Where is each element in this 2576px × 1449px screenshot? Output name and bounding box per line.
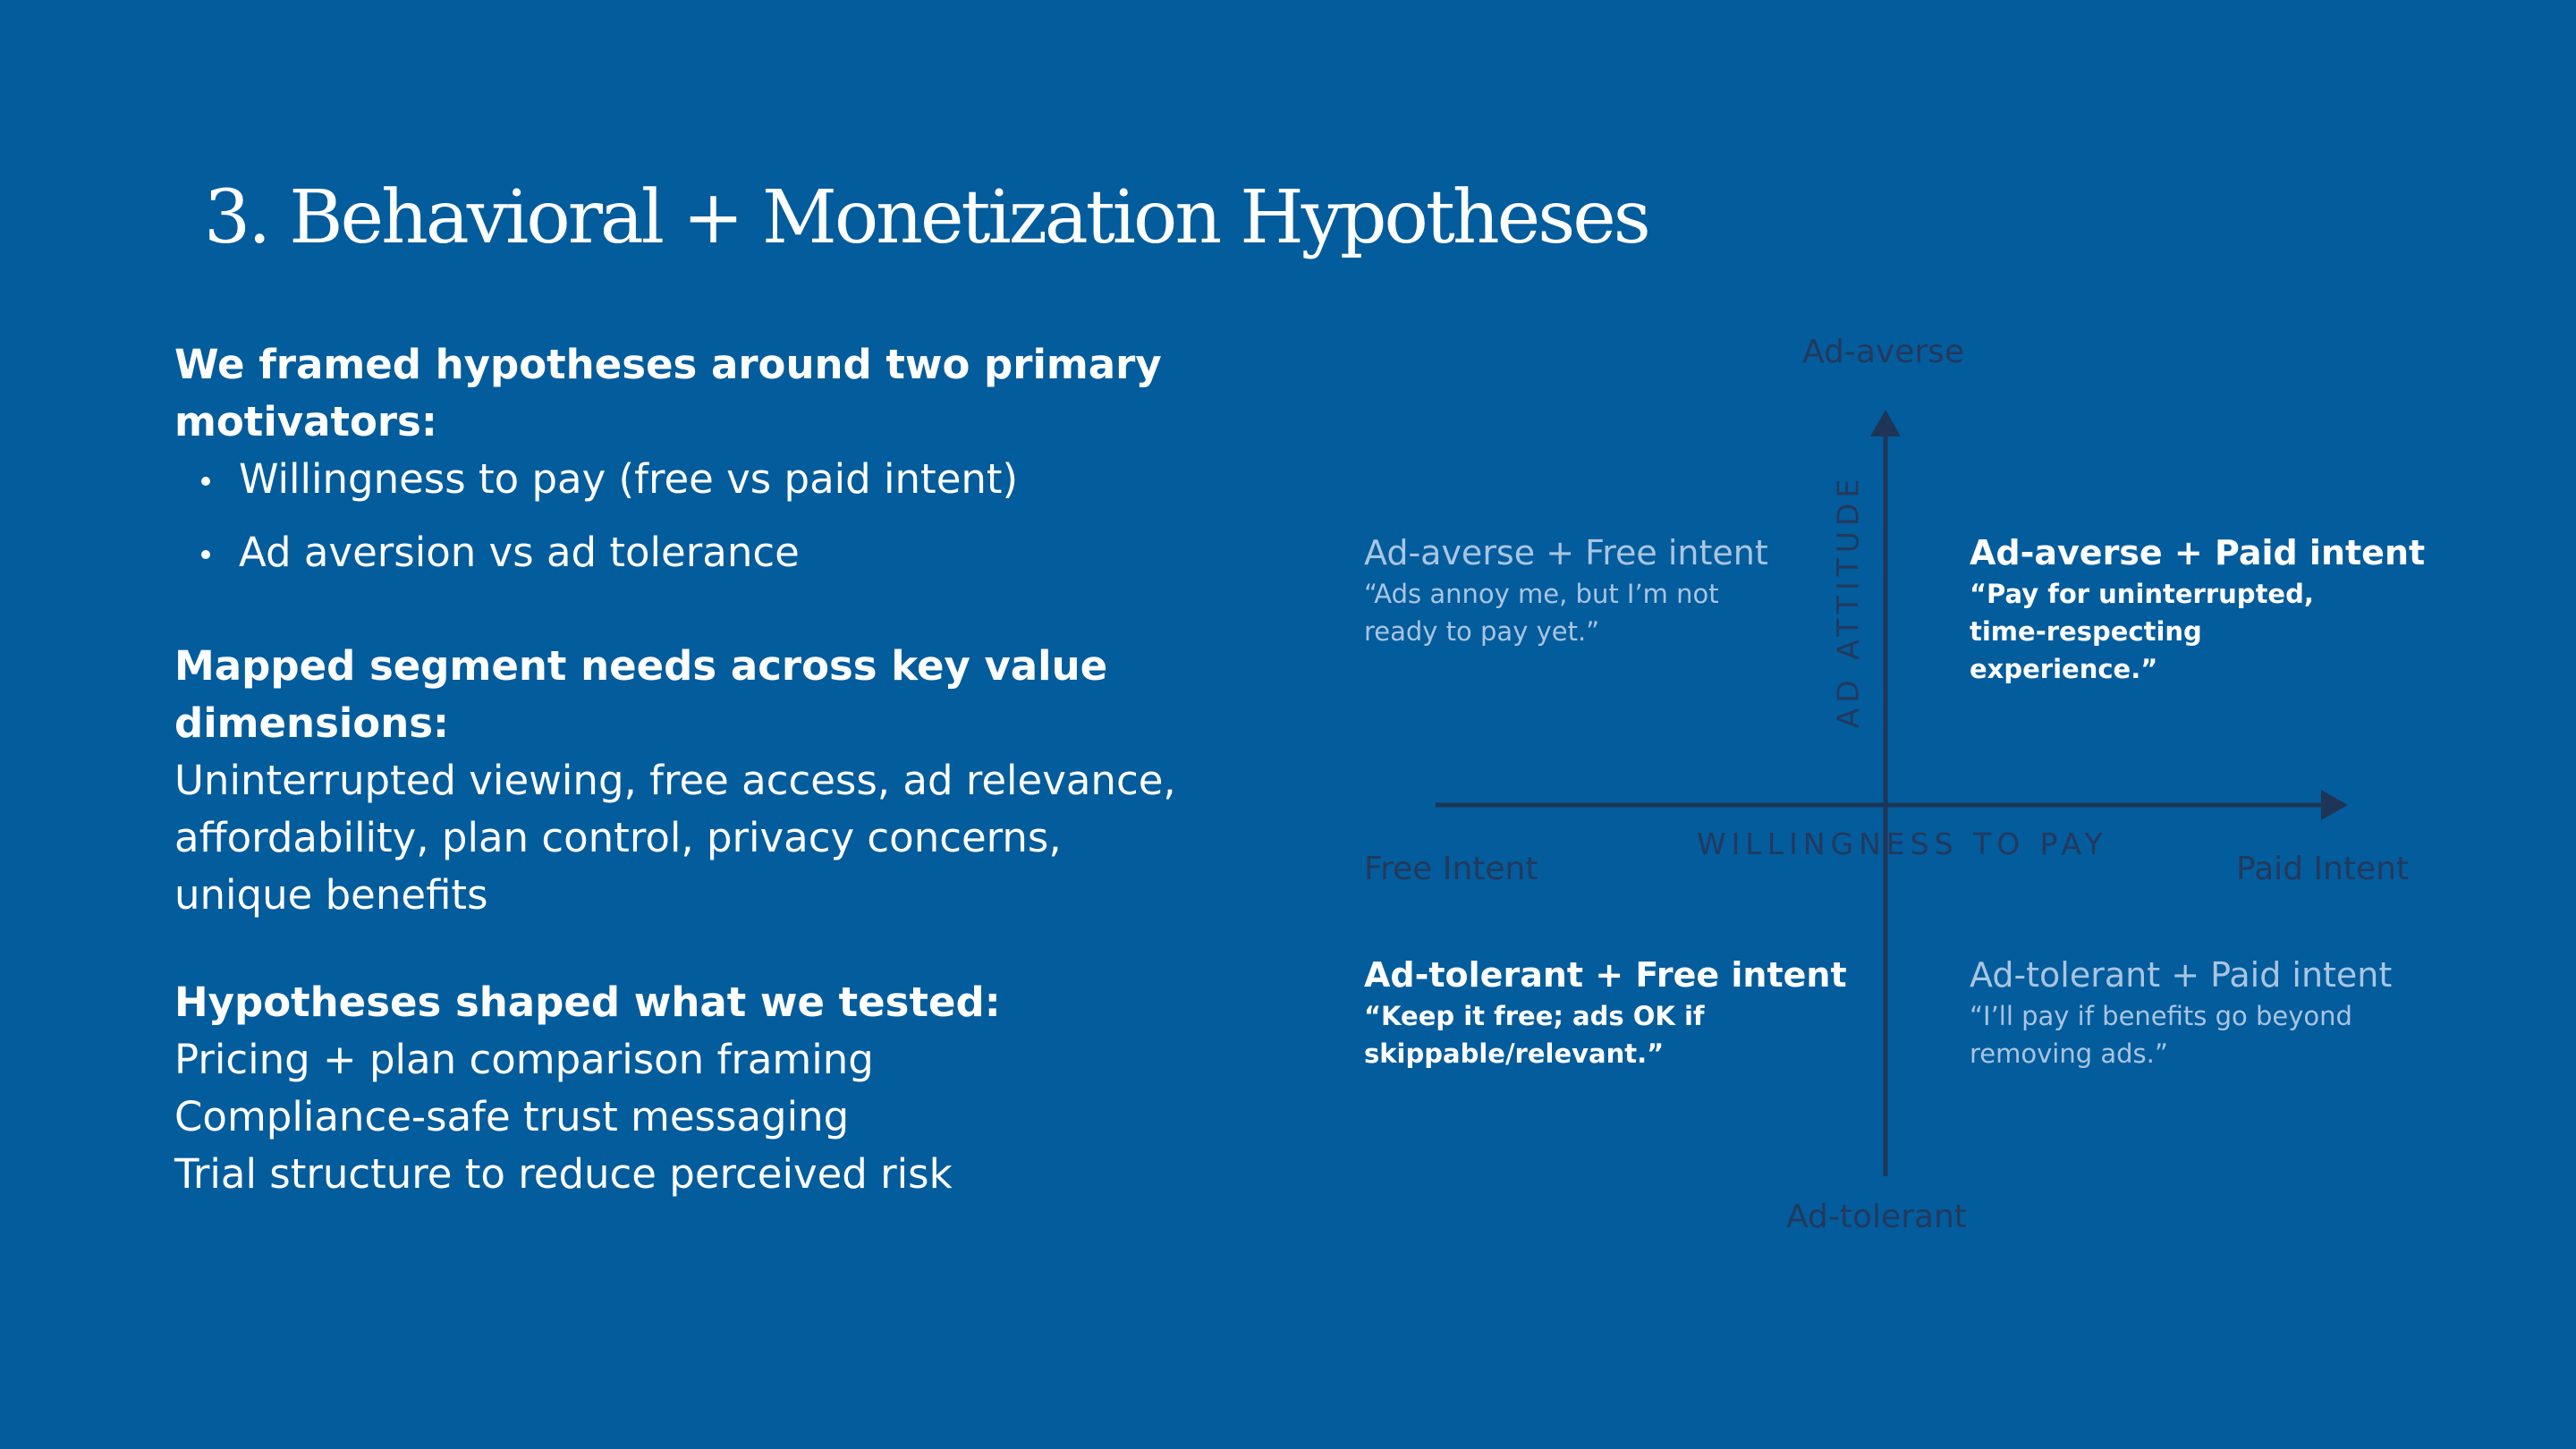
ad-averse-label: Ad-averse <box>1802 334 1965 370</box>
quadrant-top-left: Ad-averse + Free intent “Ads annoy me, b… <box>1364 530 1784 650</box>
tested-item: Compliance-safe trust messaging <box>174 1093 850 1140</box>
quadrant-bottom-left: Ad-tolerant + Free intent “Keep it free;… <box>1364 953 1847 1072</box>
tested-item: Trial structure to reduce perceived risk <box>174 1150 953 1198</box>
section-heading-tested: Hypotheses shaped what we tested: <box>174 979 1001 1026</box>
free-intent-label: Free Intent <box>1364 851 1538 887</box>
quadrant-title: Ad-averse + Paid intent <box>1970 533 2426 572</box>
ad-tolerant-label: Ad-tolerant <box>1786 1199 1967 1235</box>
segment-needs-text: Uninterrupted viewing, free access, ad r… <box>174 757 1176 919</box>
motivator-list: Willingness to pay (free vs paid intent)… <box>174 451 1203 581</box>
page-title: 3. Behavioral + Monetization Hypotheses <box>204 175 1651 260</box>
quadrant-title: Ad-tolerant + Paid intent <box>1970 955 2393 995</box>
section-heading-motivators: We framed hypotheses around two primary … <box>174 341 1162 445</box>
quadrant-quote: “Pay for uninterrupted, time-respecting … <box>1970 579 2314 684</box>
quadrant-quote: “I’ll pay if benefits go beyond removing… <box>1970 1001 2352 1069</box>
x-axis-title: WILLINGNESS TO PAY <box>1697 826 2108 861</box>
quadrant-bottom-right: Ad-tolerant + Paid intent “I’ll pay if b… <box>1970 953 2393 1072</box>
quadrant-title: Ad-averse + Free intent <box>1364 533 1768 572</box>
section-heading-segment-needs: Mapped segment needs across key value di… <box>174 642 1108 747</box>
quadrant-top-right: Ad-averse + Paid intent “Pay for uninter… <box>1970 530 2426 688</box>
list-item: Willingness to pay (free vs paid intent) <box>201 451 1203 508</box>
quadrant-title: Ad-tolerant + Free intent <box>1364 955 1847 995</box>
x-axis-arrowhead <box>2321 790 2348 820</box>
quadrant-quote: “Keep it free; ads OK if skippable/relev… <box>1364 1001 1705 1069</box>
y-axis-title: AD ATTITUDE <box>1830 473 1866 729</box>
y-axis-arrowhead <box>1870 410 1901 436</box>
list-item: Ad aversion vs ad tolerance <box>201 524 1203 581</box>
tested-item: Pricing + plan comparison framing <box>174 1036 874 1083</box>
left-content: We framed hypotheses around two primary … <box>174 336 1203 1203</box>
quadrant-quote: “Ads annoy me, but I’m not ready to pay … <box>1364 579 1719 647</box>
paid-intent-label: Paid Intent <box>2236 851 2410 887</box>
